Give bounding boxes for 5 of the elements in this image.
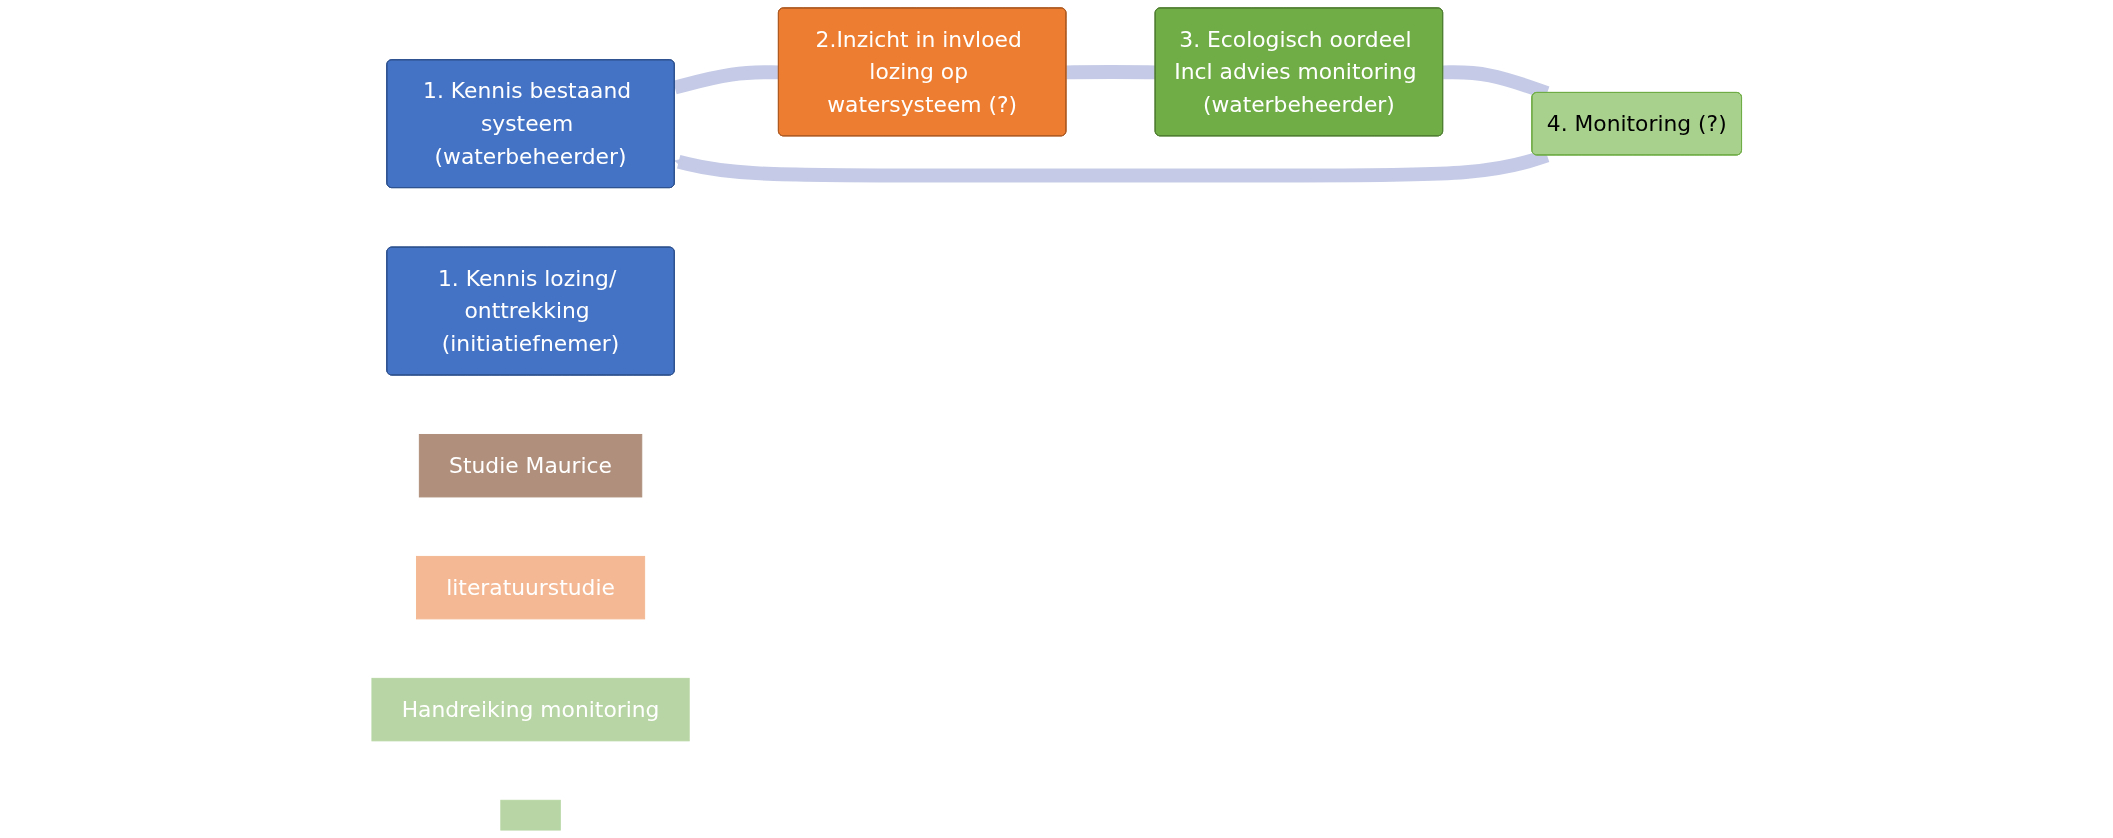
node-box: Handreiking monitoring — [371, 677, 690, 742]
node-box: Studie Maurice — [418, 434, 643, 498]
connector — [1066, 65, 1156, 80]
node-box — [500, 799, 561, 831]
node-box: literatuurstudie — [415, 555, 645, 620]
